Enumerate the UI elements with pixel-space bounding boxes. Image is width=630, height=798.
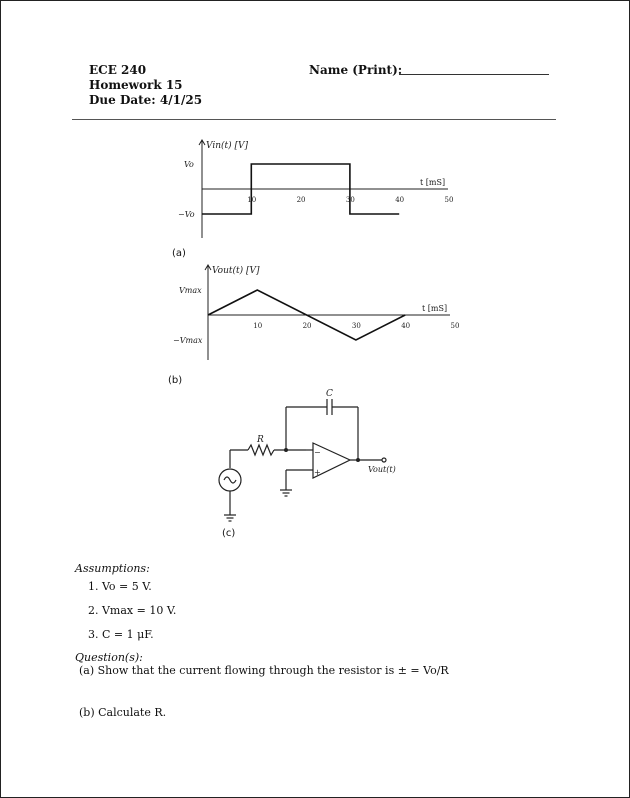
- x-tick-label: 30: [352, 322, 361, 330]
- x-tick-label: 50: [445, 196, 454, 204]
- ac-source-wave: [223, 476, 237, 484]
- y-axis-label: Vin(t) [V]: [206, 140, 249, 151]
- course-title: ECE 240: [89, 63, 147, 77]
- opamp: [312, 442, 352, 479]
- question-a: (a) Show that the current flowing throug…: [79, 664, 449, 677]
- figure-b-caption: (b): [168, 375, 183, 386]
- due-date: Due Date: 4/1/25: [89, 93, 203, 107]
- questions-title: Question(s):: [75, 651, 143, 664]
- name-line: [399, 74, 549, 75]
- output-label: Vout(t): [368, 465, 396, 474]
- y-axis-arrow: [198, 139, 206, 146]
- figure-a-caption: (a): [172, 248, 186, 259]
- y-tick-label-neg: −Vmax: [173, 336, 203, 345]
- x-tick-label: 20: [303, 322, 312, 330]
- figure-c-caption: (c): [222, 528, 236, 539]
- capacitor-label: C: [326, 389, 333, 399]
- x-axis-label: t [mS]: [422, 304, 447, 313]
- assumption-1: 1. Vo = 5 V.: [88, 580, 152, 593]
- x-tick-label: 40: [395, 196, 404, 204]
- assumptions-title: Assumptions:: [75, 562, 150, 575]
- x-tick-label: 20: [297, 196, 306, 204]
- y-axis-label: Vout(t) [V]: [212, 265, 260, 276]
- resistor-label: R: [256, 435, 264, 445]
- series-line: [202, 163, 400, 215]
- x-axis-label: t [mS]: [420, 178, 445, 187]
- y-tick-label-pos: Vo: [184, 160, 194, 169]
- x-tick-label: 40: [401, 322, 410, 330]
- figure-b-vout-plot: Vout(t) [V] t [mS] 10 20 30 40 50 Vmax −Vmax: [173, 264, 460, 360]
- junction-dot: [356, 458, 360, 462]
- y-axis-arrow: [204, 264, 212, 271]
- y-tick-label-pos: Vmax: [179, 286, 202, 295]
- assumption-3: 3. C = 1 μF.: [88, 628, 154, 641]
- x-tick-label: 50: [451, 322, 460, 330]
- svg-text:−: −: [314, 448, 321, 457]
- header-info: ECE 240 Homework 15 Due Date: 4/1/25: [89, 63, 202, 108]
- resistor: [247, 443, 275, 457]
- series-line: [207, 289, 406, 341]
- output-terminal: [381, 457, 387, 463]
- assumption-2: 2. Vmax = 10 V.: [88, 604, 177, 617]
- y-tick-label-neg: −Vo: [178, 210, 195, 219]
- question-b: (b) Calculate R.: [79, 706, 167, 719]
- x-tick-label: 10: [253, 322, 262, 330]
- svg-text:+: +: [314, 468, 321, 477]
- junction-dot: [284, 448, 288, 452]
- homework-title: Homework 15: [89, 78, 183, 92]
- name-label: Name (Print):: [309, 63, 403, 77]
- figure-c-integrator-circuit: − + C R Vout(t): [218, 389, 396, 522]
- header-rule: [72, 119, 556, 120]
